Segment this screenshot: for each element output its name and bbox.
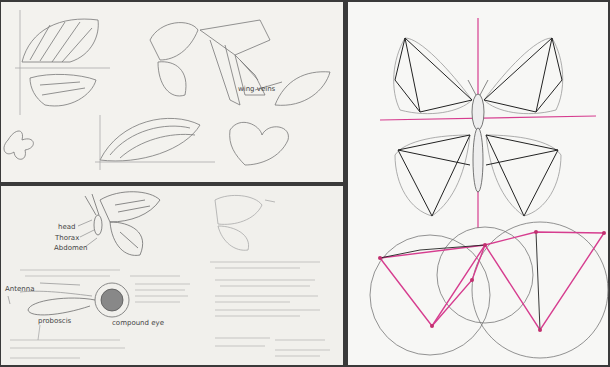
sketch-label: Thorax xyxy=(55,235,79,242)
paper-panel xyxy=(1,2,343,182)
wing-sketches xyxy=(4,10,330,170)
sketch-label: compound eye xyxy=(112,320,164,327)
paper-panel xyxy=(348,2,608,365)
sketch-label: wing veins xyxy=(238,86,275,93)
butterfly-construction xyxy=(370,18,608,358)
handwriting-lines xyxy=(10,262,330,358)
sketch-label: proboscis xyxy=(38,318,71,325)
paper-panel xyxy=(1,186,343,365)
sketch-label: head xyxy=(58,224,75,231)
sketch-label: Abdomen xyxy=(54,245,88,252)
anatomy-sketches xyxy=(8,192,275,340)
sketch-label: Antenna xyxy=(5,286,34,293)
